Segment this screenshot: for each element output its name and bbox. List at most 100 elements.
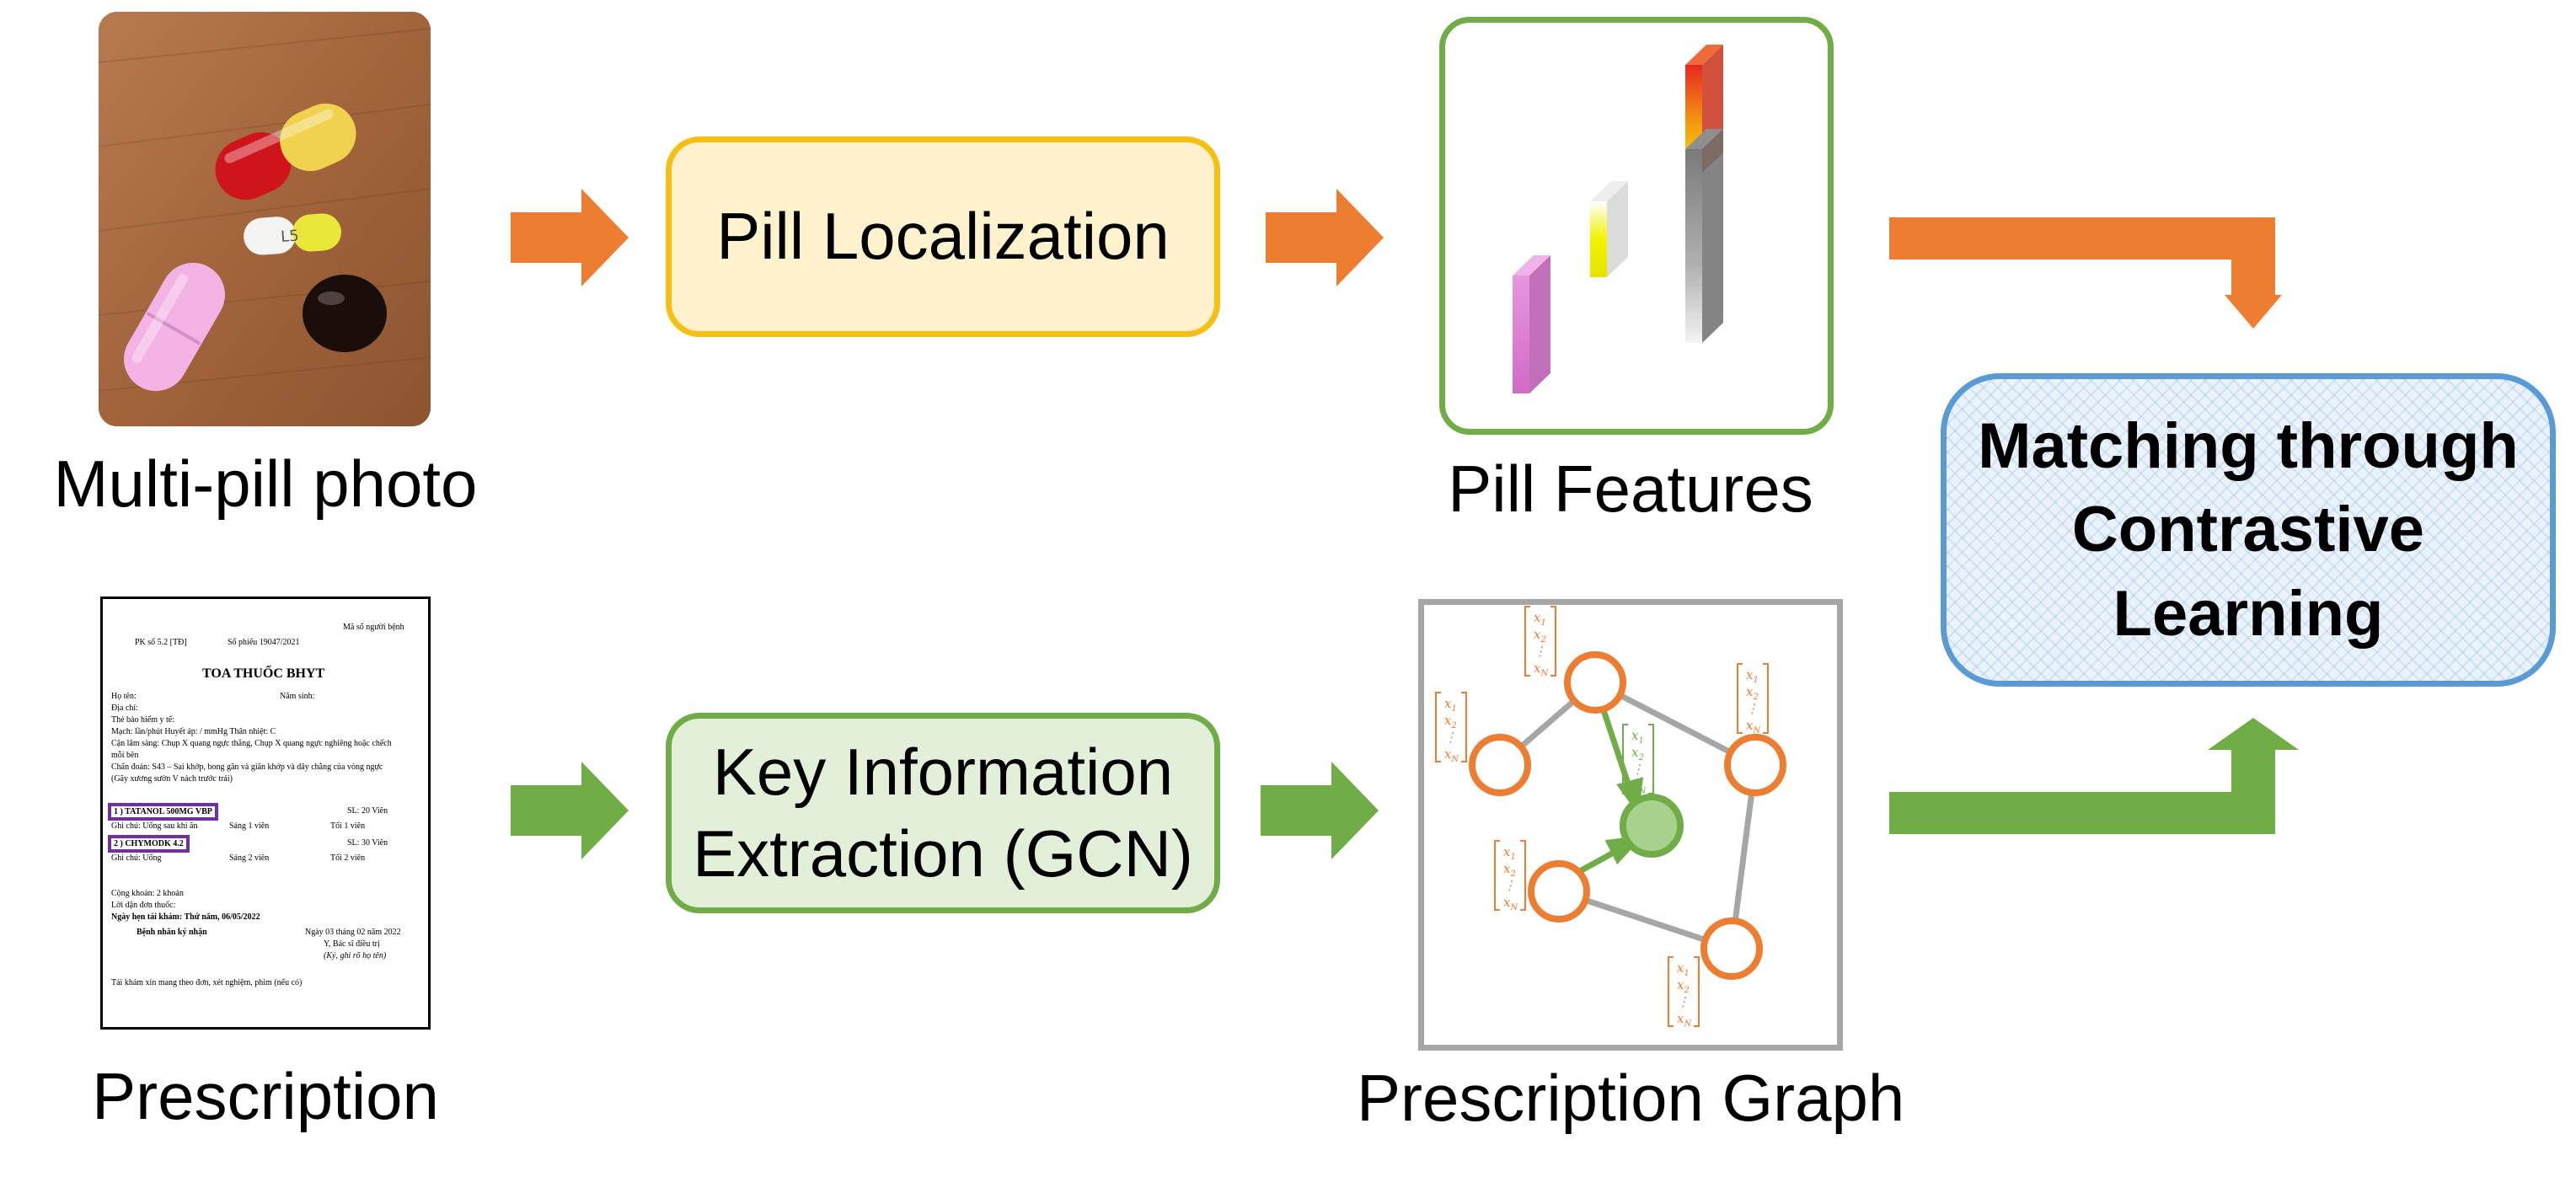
prescription-document: Mã số người bệnh PK số 5.2 [TĐ] Số phiếu… <box>100 597 431 1030</box>
graph-node <box>1528 860 1590 923</box>
doc-diagnosis-2: (Gãy xương sườn V nách trước trái) <box>111 774 233 784</box>
doc-date: Ngày 03 tháng 02 năm 2022 <box>305 928 401 937</box>
svg-text:x1: x1 <box>1503 844 1516 862</box>
white-yellow-capsule: L5 <box>244 213 341 255</box>
doc-drug-1-qty: SL: 20 Viên <box>347 806 388 816</box>
svg-text:x2: x2 <box>1534 627 1546 645</box>
doc-drug-1-morning: Sáng 1 viên <box>229 821 270 831</box>
svg-text:x1: x1 <box>1631 728 1644 746</box>
doc-drug-1: 1 ) TATANOL 500MG VBP <box>108 803 218 821</box>
doc-drug-2-evening: Tối 2 viên <box>330 853 366 863</box>
arrow-kie-to-graph <box>1261 762 1379 859</box>
doc-drug-1-note: Ghi chú: Uống sau khi ăn <box>111 821 198 831</box>
feature-bar-yellow <box>1590 181 1628 277</box>
doc-name-label: Họ tên: <box>111 692 137 701</box>
svg-text:x2: x2 <box>1746 684 1759 702</box>
doc-drug-2-morning: Sáng 2 viên <box>229 853 270 863</box>
pill-features-caption: Pill Features <box>1448 452 1813 526</box>
multi-pill-photo-caption: Multi-pill photo <box>53 447 478 521</box>
pill-features-box <box>1439 17 1834 435</box>
key-information-extraction-box: Key Information Extraction (GCN) <box>666 713 1220 913</box>
arrow-features-to-matching <box>1889 217 2282 329</box>
prescription-caption: Prescription <box>92 1059 439 1133</box>
doc-clinic-code: PK số 5.2 [TĐ] <box>135 638 187 647</box>
pill-features-illustration <box>1513 45 1723 393</box>
arrow-localization-to-features <box>1266 189 1384 286</box>
arrow-photo-to-localization <box>511 189 629 286</box>
doc-total: Cộng khoản: 2 khoản <box>111 889 184 898</box>
doc-vitals: Mạch: lần/phút Huyết áp: / mmHg Thân nhi… <box>111 727 276 736</box>
svg-text:xN: xN <box>1503 895 1518 912</box>
svg-text:L5: L5 <box>280 227 299 245</box>
prescription-graph-caption: Prescription Graph <box>1357 1061 1905 1135</box>
doc-drug-2-qty: SL: 30 Viên <box>347 838 388 848</box>
matching-label-line-2: Contrastive <box>2071 494 2425 566</box>
svg-text:⋮: ⋮ <box>1503 878 1516 893</box>
svg-text:xN: xN <box>1677 1011 1692 1029</box>
matching-label-line-1: Matching through <box>1978 409 2519 482</box>
doc-advice: Lời dặn đơn thuốc: <box>111 901 176 910</box>
doc-title: TOA THUỐC BHYT <box>202 666 325 681</box>
svg-text:x2: x2 <box>1677 977 1690 995</box>
doc-diagnosis-1: Chẩn đoán: S43 – Sai khớp, bong gân và g… <box>111 762 383 772</box>
matching-box: Matching through Contrastive Learning <box>1941 373 2556 687</box>
svg-text:x1: x1 <box>1444 696 1457 714</box>
doc-doctor: Y, Bác sĩ điều trị <box>324 939 380 949</box>
svg-text:x2: x2 <box>1631 745 1644 762</box>
doc-patient-id-label: Mã số người bệnh <box>343 623 404 632</box>
pill-photo-illustration: L5 <box>99 12 431 426</box>
doc-clinical-2: mỗi bên <box>111 751 139 760</box>
doc-revisit: Ngày hẹn tái khám: Thứ năm, 06/05/2022 <box>111 912 260 922</box>
pink-tablet <box>124 262 225 392</box>
svg-text:x1: x1 <box>1534 610 1546 628</box>
svg-text:x1: x1 <box>1746 667 1759 685</box>
multi-pill-photo: L5 <box>99 12 431 426</box>
doc-form-number: Số phiếu 19047/2021 <box>228 638 300 647</box>
pill-localization-box: Pill Localization <box>666 136 1220 337</box>
arrow-prescription-to-kie <box>511 762 629 859</box>
doc-sign-note: (Ký, ghi rõ họ tên) <box>324 951 387 960</box>
doc-drug-1-evening: Tối 1 viên <box>330 821 366 831</box>
doc-clinical-1: Cận lâm sàng: Chụp X quang ngực thẳng, C… <box>111 739 392 748</box>
svg-text:xN: xN <box>1444 746 1459 764</box>
matching-label-line-3: Learning <box>2113 577 2384 650</box>
arrow-graph-to-matching <box>1889 718 2299 834</box>
graph-target-node <box>1620 794 1684 858</box>
graph-node <box>1469 734 1531 796</box>
prescription-graph-illustration: x1x2⋮xNx1x2⋮xNx1x2⋮xNx1x2⋮xNx1x2⋮xNx1x2⋮… <box>1435 606 1786 1029</box>
pill-localization-label: Pill Localization <box>716 199 1170 274</box>
svg-text:xN: xN <box>1746 718 1761 736</box>
doc-patient-sign: Bệnh nhân ký nhận <box>137 928 207 937</box>
svg-text:x1: x1 <box>1677 960 1690 978</box>
graph-feature-vectors: x1x2⋮xNx1x2⋮xNx1x2⋮xNx1x2⋮xNx1x2⋮xNx1x2⋮… <box>1435 606 1769 1029</box>
graph-node <box>1724 734 1786 796</box>
svg-text:x2: x2 <box>1444 713 1457 730</box>
doc-drug-2-note: Ghi chú: Uống <box>111 853 162 863</box>
svg-text:x2: x2 <box>1503 861 1516 879</box>
svg-text:⋮: ⋮ <box>1444 730 1457 745</box>
kie-label-line-2: Extraction (GCN) <box>693 816 1193 891</box>
feature-bar-pink <box>1513 255 1550 393</box>
svg-text:⋮: ⋮ <box>1677 994 1690 1009</box>
kie-label-line-1: Key Information <box>712 734 1174 809</box>
graph-node <box>1564 651 1626 714</box>
graph-node <box>1700 918 1763 980</box>
feature-bar-gray <box>1685 129 1723 343</box>
svg-text:⋮: ⋮ <box>1746 701 1759 716</box>
doc-birth-year-label: Năm sinh: <box>280 692 315 701</box>
doc-insurance-label: Thẻ bảo hiểm y tế: <box>111 715 174 725</box>
svg-text:⋮: ⋮ <box>1631 762 1644 777</box>
svg-text:xN: xN <box>1534 661 1549 678</box>
doc-address-label: Địa chỉ: <box>111 704 138 713</box>
red-yellow-capsule <box>215 103 356 201</box>
doc-footer: Tái khám xin mang theo đơn, xét nghiệm, … <box>111 978 303 987</box>
dark-round-pill <box>303 275 387 352</box>
doc-drug-2: 2 ) CHYMODK 4.2 <box>108 835 190 853</box>
